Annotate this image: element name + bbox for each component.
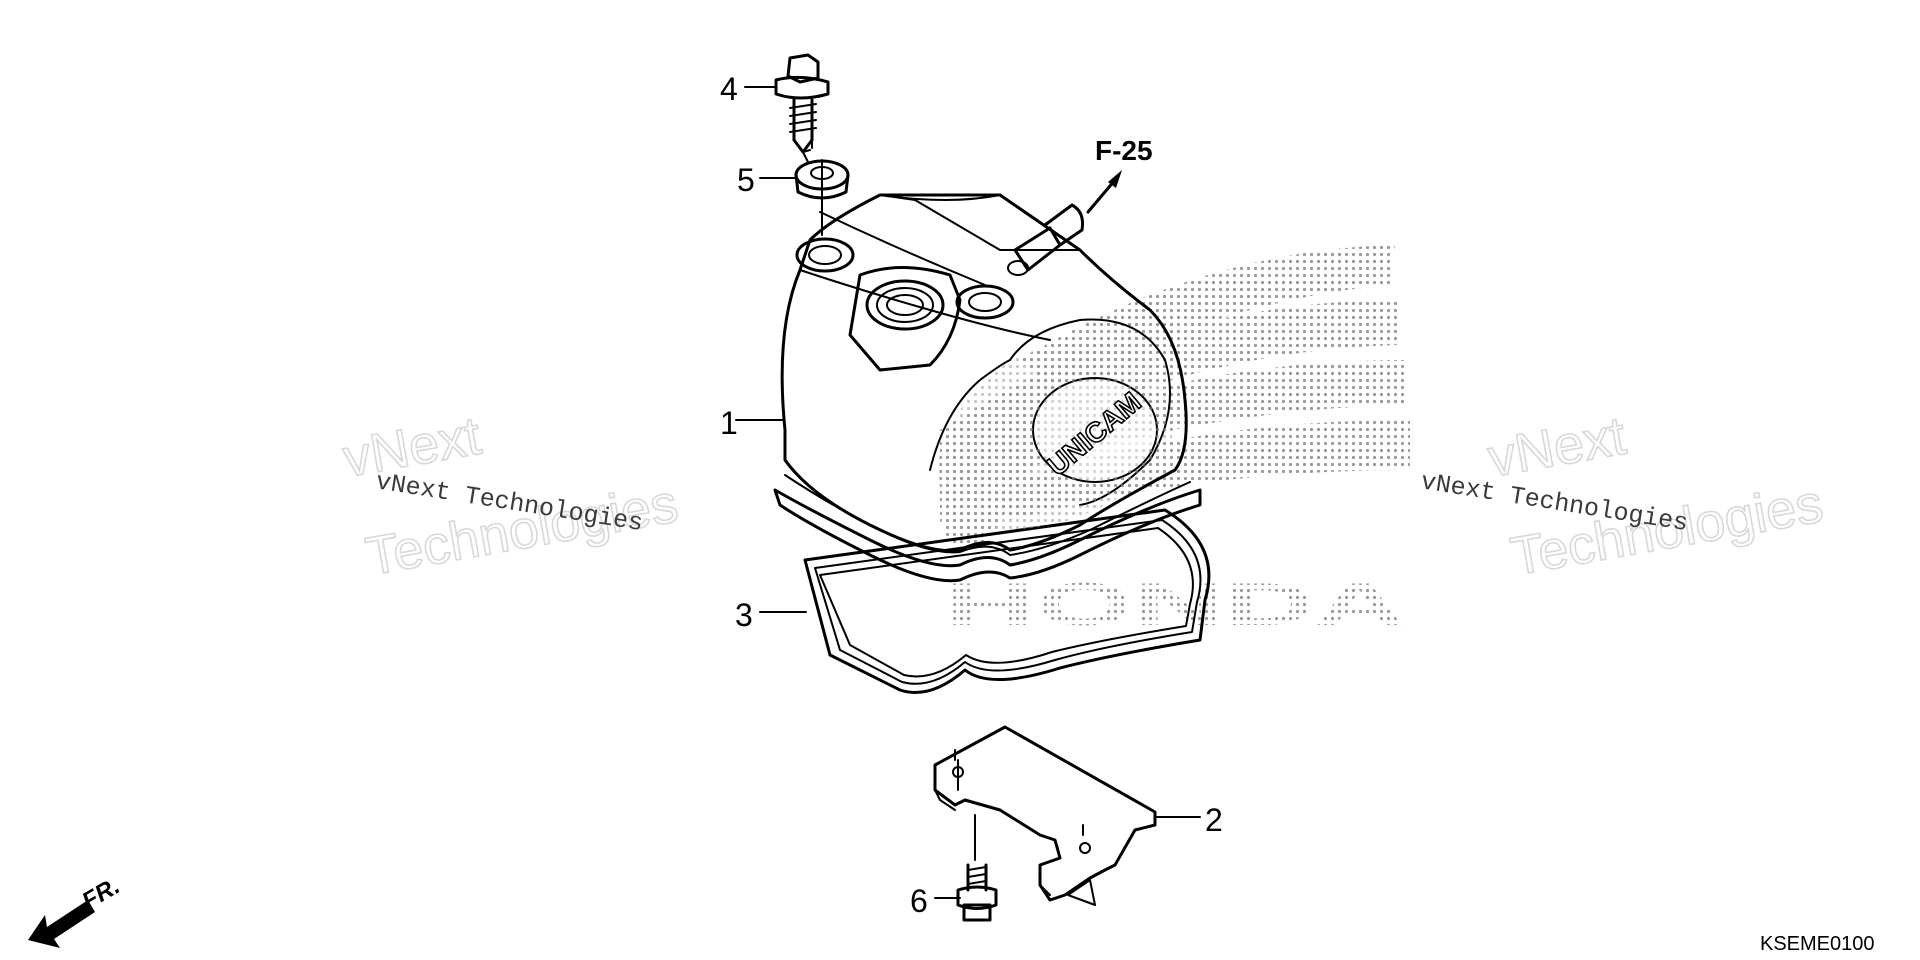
reference-f25: F-25 bbox=[1095, 135, 1153, 166]
plate-part-2 bbox=[933, 725, 1157, 906]
callout-3: 3 bbox=[735, 597, 753, 633]
callout-6: 6 bbox=[910, 883, 928, 919]
watermark-vnext-2: vNext bbox=[1484, 406, 1630, 489]
bolt-part-4 bbox=[774, 53, 830, 154]
gasket-part-3 bbox=[803, 508, 1211, 694]
head-cover-part-1: UNICAM bbox=[773, 193, 1202, 583]
callout-4: 4 bbox=[720, 71, 738, 107]
callout-5: 5 bbox=[737, 162, 755, 198]
part-code: KSEME0100 bbox=[1760, 933, 1875, 955]
callout-1: 1 bbox=[720, 405, 738, 441]
front-direction-marker: FR. bbox=[28, 872, 124, 948]
watermark-left: vNext Technologies vNext Technologies bbox=[338, 405, 683, 588]
leader-lines bbox=[735, 86, 1201, 899]
bolt-part-6 bbox=[956, 814, 998, 922]
callout-labels: 1 2 3 4 5 6 bbox=[720, 71, 1223, 919]
watermark-right: vNext Technologies vNext Technologies bbox=[1419, 405, 1828, 588]
callout-2: 2 bbox=[1205, 802, 1223, 838]
